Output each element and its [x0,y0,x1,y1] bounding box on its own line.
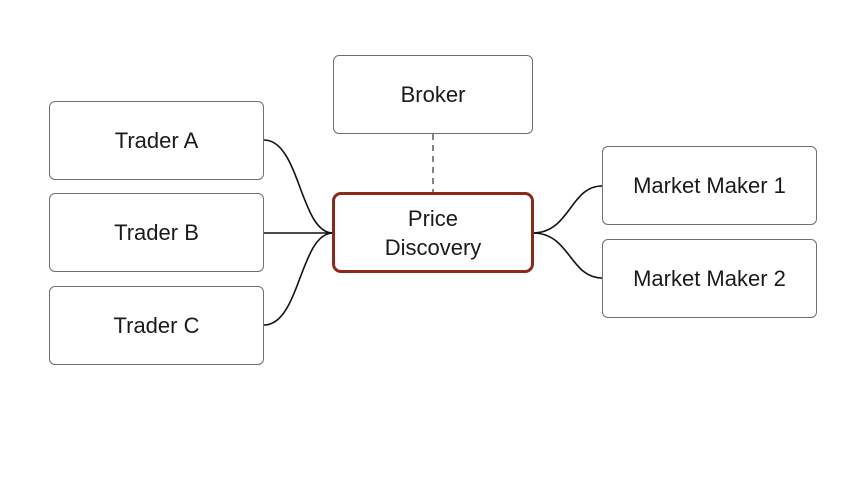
price-discovery-label: Price Discovery [384,205,482,260]
price-discovery-node: Price Discovery [332,192,534,273]
trader-a-label: Trader A [114,128,199,153]
trader-c-node: Trader C [49,286,264,365]
trader-c-label: Trader C [113,313,200,338]
trader-b-node: Trader B [49,193,264,272]
trader-a-node: Trader A [49,101,264,180]
trader-b-label: Trader B [114,220,199,245]
market-maker-1-node: Market Maker 1 [602,146,817,225]
market-maker-1-connector [532,185,603,234]
market-maker-2-label: Market Maker 2 [633,266,786,291]
broker-node: Broker [333,55,533,134]
market-maker-2-node: Market Maker 2 [602,239,817,318]
trader-c-connector [263,232,334,326]
market-maker-1-label: Market Maker 1 [633,173,786,198]
trader-a-connector [263,139,334,234]
broker-label: Broker [400,82,466,107]
market-maker-2-connector [532,232,603,279]
